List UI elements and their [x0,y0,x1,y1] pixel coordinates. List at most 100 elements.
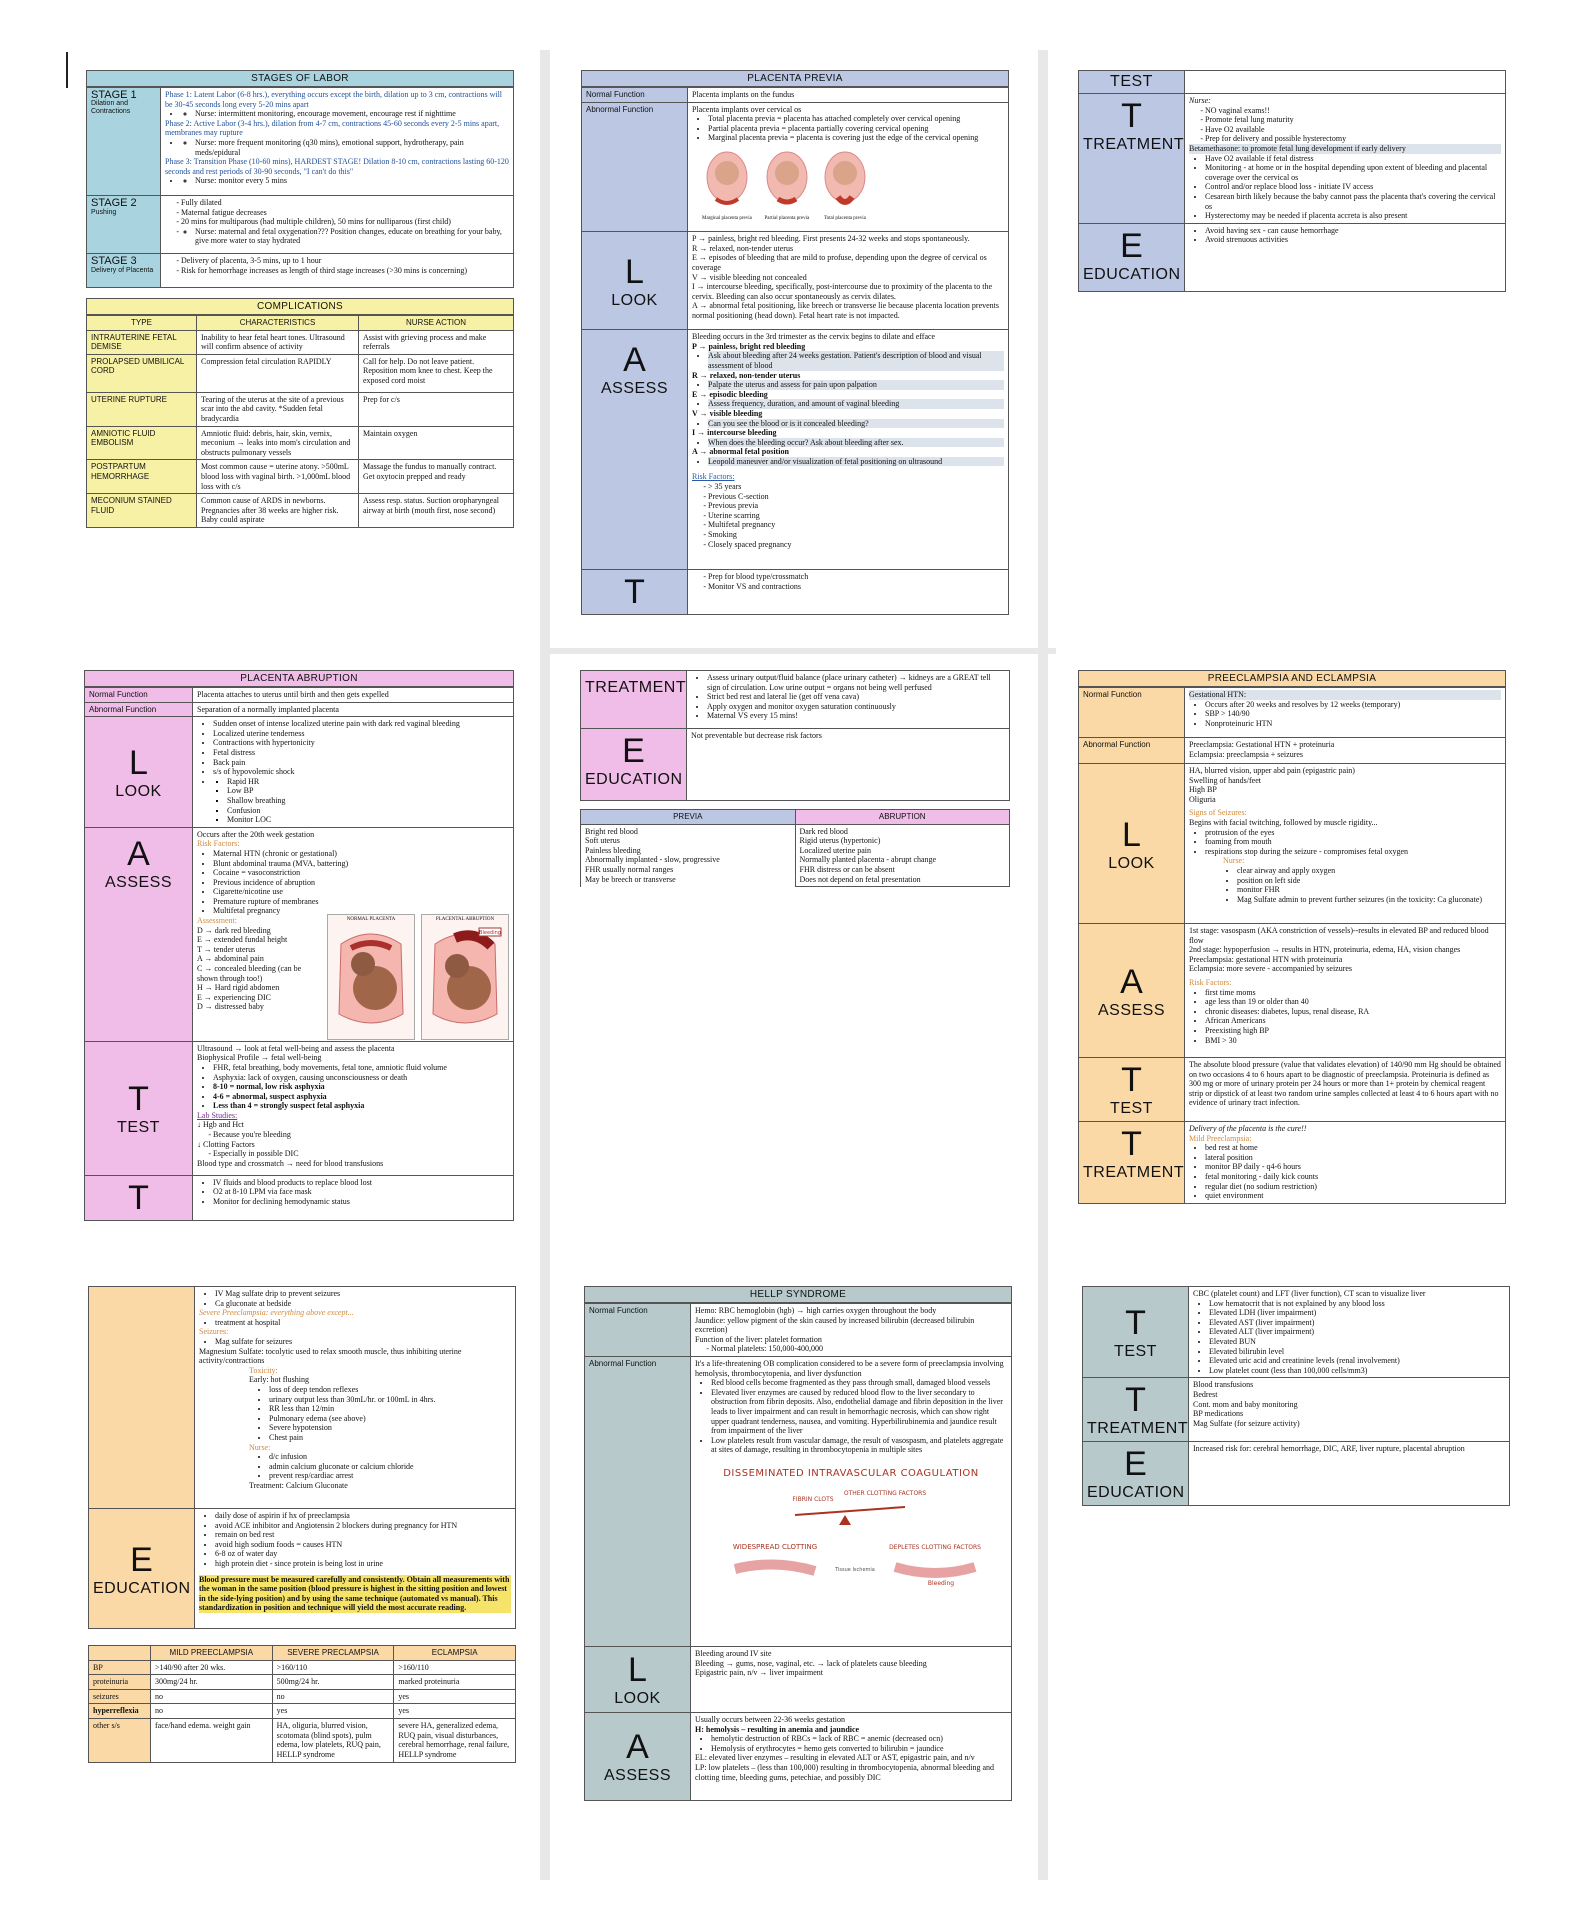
lab-studies-label: Lab Studies: [197,1110,238,1120]
list-item: Blunt abdominal trauma (MVA, battering) [213,859,509,869]
figure-caption: NORMAL PLACENTA [346,916,396,922]
dic-label: OTHER CLOTTING FACTORS [844,1490,926,1497]
list-item: foaming from mouth [1205,837,1501,847]
list-item: Monitor VS and contractions [708,582,1004,592]
column-divider-right [1038,50,1048,1880]
figure-caption: Marginal placenta previa [702,215,752,221]
list-item: Mag Sulfate admin to prevent further sei… [1237,895,1501,905]
list-item: Apply oxygen and monitor oxygen saturati… [707,702,1005,712]
table-cell: marked proteinuria [393,1674,516,1690]
table-cell-text: Hemo: RBC hemoglobin (hgb) → high carrie… [695,1306,937,1315]
list-item: Prep for blood type/crossmatch [708,572,1004,582]
page-abruption-treatment: TREATMENT Assess urinary output/fluid ba… [580,670,1010,888]
list-item: Partial placenta previa = placenta parti… [708,124,1004,134]
list-item: Asphyxia: lack of oxygen, causing uncons… [213,1073,509,1083]
list-item: Fully dilated [181,198,509,208]
mnemonic-word: EDUCATION [1083,265,1181,283]
table-row: TEST [1078,70,1506,94]
list-item: Monitor LOC [227,815,509,825]
mnemonic-letter: E [1120,226,1143,265]
list-item: Have O2 available if fetal distress [1205,154,1501,164]
table-cell: Prep for c/s [358,391,514,427]
row-label: Normal Function [1078,687,1185,738]
table-cell-text: Bedrest [1193,1389,1218,1399]
table-cell-text: It's a life-threatening OB complication … [695,1358,1004,1378]
row-type: POSTPARTUM HEMORRHAGE [86,459,197,495]
section-title: PREECLAMPSIA AND ECLAMPSIA [1078,670,1506,687]
column-header: PREVIA [580,809,796,825]
list-item: monitor FHR [1237,885,1501,895]
uterus-illustration [766,151,808,205]
list-item: Uterine scarring [708,511,1004,521]
mnemonic-letter: T [128,1080,149,1119]
list-item: Premature rupture of membranes [213,897,509,907]
table-cell-text: High BP [1189,785,1217,795]
figure: Partial placenta previa [764,149,810,223]
list-item: Leopold maneuver and/or visualization of… [708,456,1004,467]
list-item: Low platelet count (less than 100,000 ce… [1209,1366,1505,1376]
mnemonic-word: TEST [1110,1100,1153,1117]
table-cell-text: Soft uterus [585,836,620,846]
mnemonic-letter: L [628,1651,647,1690]
list-item: Previous previa [708,501,1004,511]
list-item: > 35 years [708,482,1004,492]
mnemonic-word: LOOK [611,291,658,309]
list-item: Elevated ALT (liver impairment) [1209,1327,1505,1337]
mnemonic-word: EDUCATION [1087,1484,1185,1502]
page-preeclampsia-continued: IV Mag sulfate drip to prevent seizures … [88,1286,516,1763]
list-item: Avoid having sex - can cause hemorrhage [1205,226,1501,236]
list-item: 20 mins for multiparous (had multiple ch… [181,217,509,227]
list-item: IV Mag sulfate drip to prevent seizures [215,1289,511,1299]
table-cell-text: E → extended fundal height [197,935,288,945]
table-cell: yes [393,1703,516,1719]
stage-label: STAGE 3 [91,255,137,267]
list-item: Shallow breathing [227,796,509,806]
list-item: Promote fetal lung maturity [1205,115,1501,125]
table-cell-text: Jaundice: yellow pigment of the skin cau… [695,1315,975,1335]
list-item: Previous C-section [708,492,1004,502]
table-row: Abnormal Function It's a life-threatenin… [584,1355,1012,1647]
mnemonic-word: TREATMENT [1083,136,1185,153]
list-item: NO vaginal exams!! [1205,106,1501,116]
table-cell-text: Epigastric pain, n/v → liver impairment [695,1668,823,1678]
mnemonic-word: TEST [1114,1343,1157,1361]
list-item: high protein diet - since protein is bei… [215,1559,511,1569]
preeclampsia-cont-table: IV Mag sulfate drip to prevent seizures … [88,1286,516,1629]
row-label: hyperreflexia [88,1703,151,1719]
figure-caption: PLACENTAL ABRUPTION [435,916,495,922]
list-item: Maternal VS every 15 mins! [707,711,1005,721]
row-label: Normal Function [584,1303,691,1357]
table-header-row: PREVIA ABRUPTION [580,809,1010,825]
list-item: monitor BP daily - q4-6 hours [1205,1162,1501,1172]
table-cell-text: Painless bleeding [585,845,641,855]
list-item: urinary output less than 30mL/hr. or 100… [269,1395,511,1405]
list-item: Hysterectomy may be needed if placenta a… [1205,211,1501,221]
list-item: Ask about bleeding after 24 weeks gestat… [708,351,1004,371]
table-header-row: TYPE CHARACTERISTICS NURSE ACTION [86,315,514,331]
table-cell: no [271,1688,395,1705]
table-cell-text: Eclampsia: preeclampsia + seizures [1189,749,1304,759]
list-item: FHR, fetal breathing, body movements, fe… [213,1063,509,1073]
list-item: When does the bleeding occur? Ask about … [708,437,1004,448]
list-item: Assess urinary output/fluid balance (pla… [707,673,1005,692]
mnemonic-letter: L [129,743,148,782]
text-cursor [66,52,68,88]
table-cell-text: 2nd stage: hypoperfusion → results in HT… [1189,945,1461,955]
figure-caption: Total placenta previa [823,215,866,221]
mnemonic-letter: A [127,834,150,873]
row-label: Normal Function [581,87,688,103]
table-cell-text: E → episodes of bleeding that are mild t… [692,253,987,272]
row-label: Abnormal Function [1078,737,1185,764]
list-item: Elevated LDH (liver impairment) [1209,1308,1505,1318]
column-header [88,1645,151,1661]
section-title: COMPLICATIONS [86,298,514,315]
section-title: PLACENTA ABRUPTION [84,670,514,687]
